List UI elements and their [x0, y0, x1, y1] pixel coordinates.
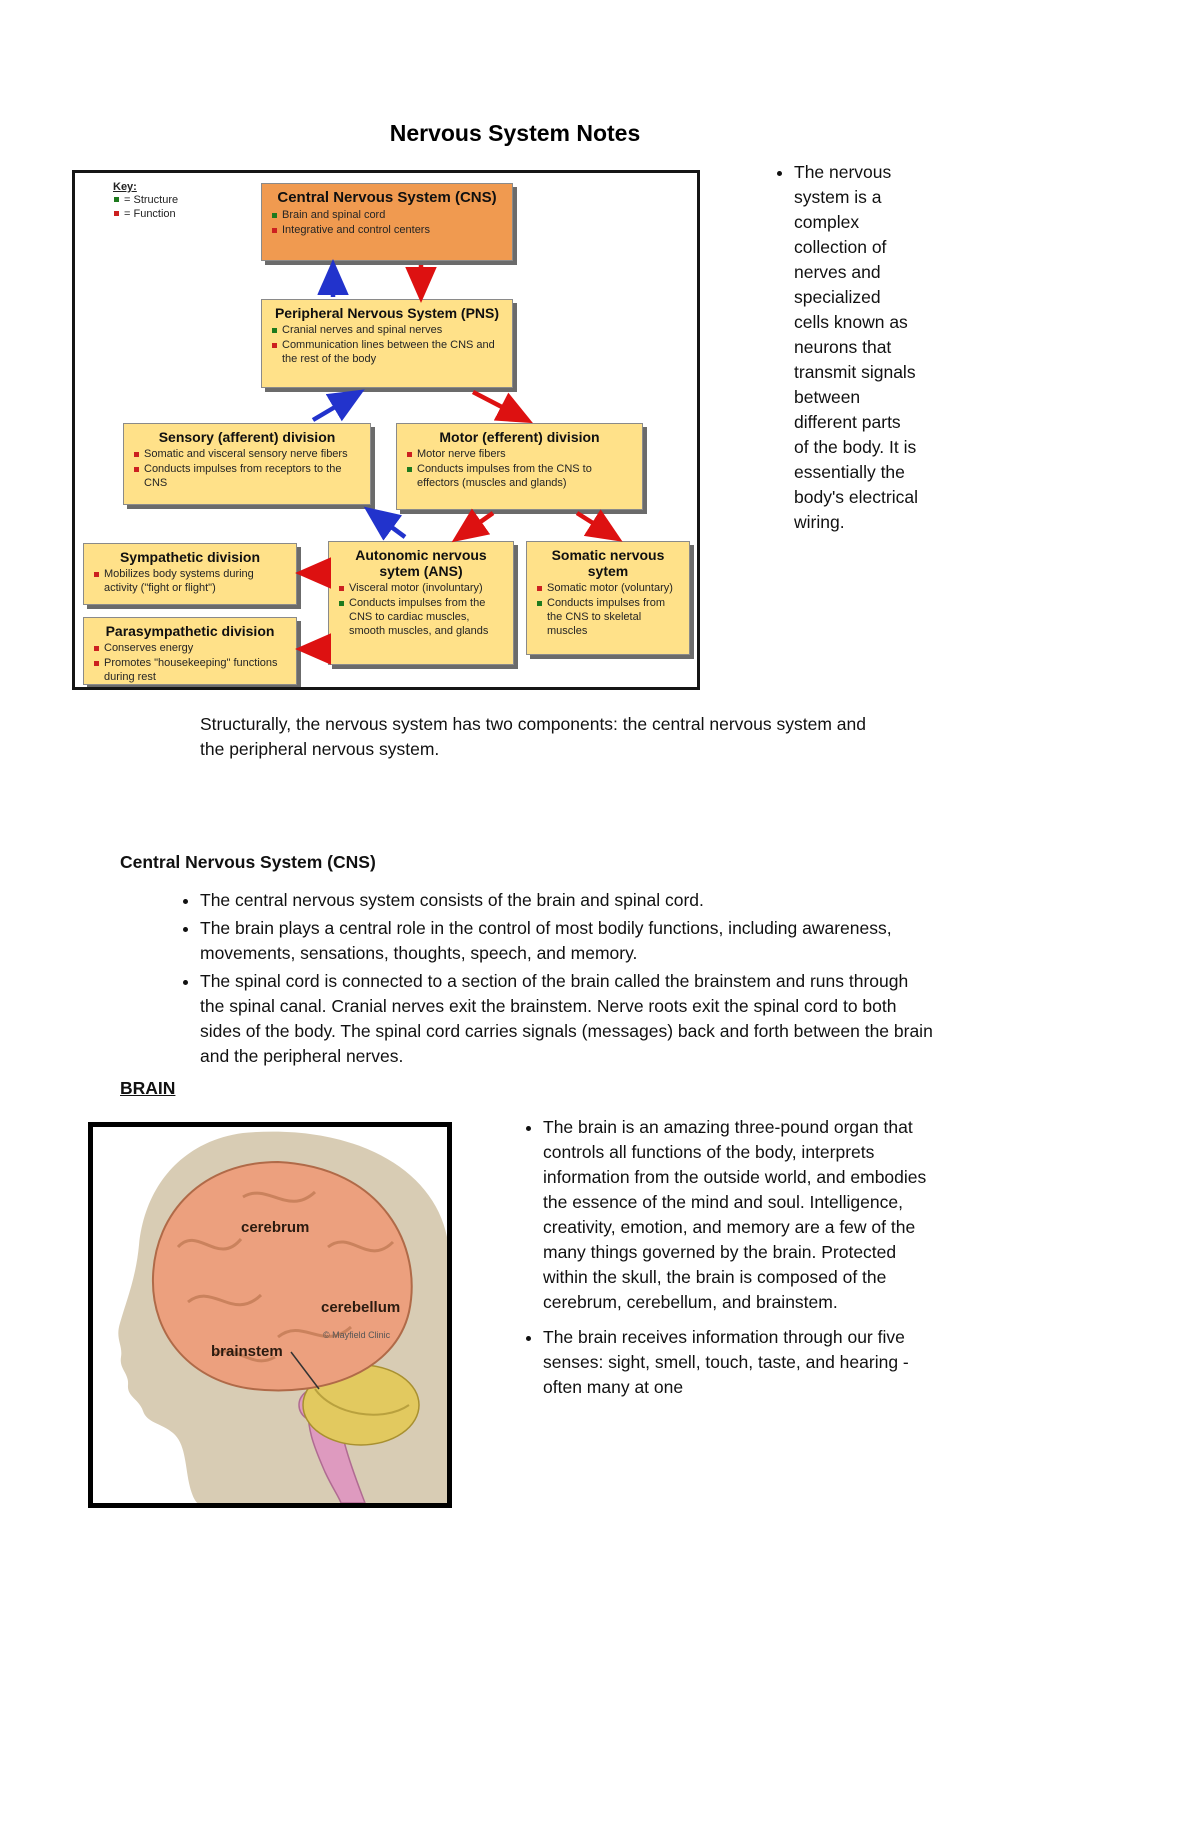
node-title: Somatic nervous sytem [551, 547, 665, 579]
key-label: Key: [113, 181, 137, 193]
brain-section-heading: BRAIN [120, 1078, 176, 1098]
structure-bullet-icon [407, 466, 412, 472]
brain-bullet: The brain is an amazing three-pound orga… [543, 1115, 935, 1315]
function-bullet-icon [272, 227, 277, 233]
diagram-key: Key: = Structure = Function [113, 181, 178, 222]
diagram-node-parasympathetic: Parasympathetic division Conserves energ… [83, 617, 297, 685]
structure-bullet-icon [339, 600, 344, 606]
function-bullet-icon [339, 586, 344, 591]
node-item: Communication lines between the CNS and … [282, 338, 495, 365]
node-title: Sensory (afferent) division [158, 429, 336, 445]
node-item: Cranial nerves and spinal nerves [282, 324, 443, 336]
cerebellum-label: cerebellum [321, 1299, 401, 1316]
function-bullet-icon [114, 211, 119, 217]
node-item: Conducts impulses from the CNS to effect… [417, 462, 592, 489]
intro-column: The nervous system is a complex collecti… [768, 160, 920, 535]
brain-drawing [118, 1131, 447, 1503]
structure-paragraph: Structurally, the nervous system has two… [200, 714, 866, 760]
function-bullet-icon [537, 586, 542, 591]
intro-bullet: The nervous system is a complex collecti… [794, 160, 920, 535]
diagram-node-pns: Peripheral Nervous System (PNS) Cranial … [261, 299, 513, 388]
node-item: Integrative and control centers [282, 223, 430, 236]
structure-bullet-icon [272, 328, 277, 333]
cerebrum-label: cerebrum [241, 1219, 310, 1236]
brain-section-bullets: The brain is an amazing three-pound orga… [505, 1115, 935, 1410]
brainstem-label: brainstem [211, 1343, 283, 1360]
cns-section-heading: Central Nervous System (CNS) [120, 852, 376, 872]
node-item: Visceral motor (involuntary) [349, 582, 483, 594]
structure-bullet-icon [537, 600, 542, 606]
node-item: Conducts impulses from the CNS to skelet… [547, 596, 665, 637]
function-bullet-icon [94, 646, 99, 651]
cns-bullet: The brain plays a central role in the co… [200, 916, 935, 966]
function-bullet-icon [407, 452, 412, 457]
diagram-node-somatic: Somatic nervous sytem Somatic motor (vol… [526, 541, 690, 655]
cns-section-bullets: The central nervous system consists of t… [160, 888, 935, 1072]
brain-illustration: cerebrum cerebellum brainstem © Mayfield… [88, 1122, 452, 1508]
node-title: Peripheral Nervous System (PNS) [274, 305, 500, 321]
cns-bullet: The central nervous system consists of t… [200, 888, 935, 913]
node-title: Central Nervous System (CNS) [277, 189, 497, 206]
node-item: Promotes "housekeeping" functions during… [104, 656, 278, 683]
diagram-node-cns: Central Nervous System (CNS) Brain and s… [261, 183, 513, 261]
key-function: = Function [124, 208, 176, 221]
diagram-node-sympathetic: Sympathetic division Mobilizes body syst… [83, 543, 297, 605]
function-bullet-icon [134, 466, 139, 472]
node-item: Mobilizes body systems during activity (… [104, 568, 254, 594]
function-bullet-icon [134, 452, 139, 457]
brain-bullet: The brain receives information through o… [543, 1325, 935, 1400]
node-title: Parasympathetic division [105, 623, 275, 639]
node-item: Brain and spinal cord [282, 209, 386, 221]
node-title: Autonomic nervous sytem (ANS) [355, 547, 487, 579]
diagram-node-motor: Motor (efferent) division Motor nerve fi… [396, 423, 643, 510]
function-bullet-icon [94, 572, 99, 577]
structure-bullet-icon [272, 213, 277, 218]
node-item: Conserves energy [104, 642, 194, 654]
nervous-system-diagram: Key: = Structure = Function Central Nerv… [72, 170, 700, 690]
node-item: Somatic and visceral sensory nerve fiber… [144, 448, 348, 460]
page-title: Nervous System Notes [389, 120, 641, 146]
function-bullet-icon [94, 660, 99, 666]
image-credit: © Mayfield Clinic [323, 1330, 391, 1340]
diagram-node-sensory: Sensory (afferent) division Somatic and … [123, 423, 371, 505]
function-bullet-icon [272, 342, 277, 348]
node-item: Conducts impulses from the CNS to cardia… [349, 596, 489, 637]
node-title: Sympathetic division [119, 549, 261, 565]
node-item: Conducts impulses from receptors to the … [144, 462, 342, 489]
cns-bullet: The spinal cord is connected to a sectio… [200, 969, 935, 1069]
diagram-node-ans: Autonomic nervous sytem (ANS) Visceral m… [328, 541, 514, 665]
key-structure: = Structure [124, 194, 179, 206]
node-item: Somatic motor (voluntary) [547, 582, 673, 594]
structure-bullet-icon [114, 197, 119, 202]
node-item: Motor nerve fibers [417, 448, 506, 460]
node-title: Motor (efferent) division [439, 429, 600, 445]
